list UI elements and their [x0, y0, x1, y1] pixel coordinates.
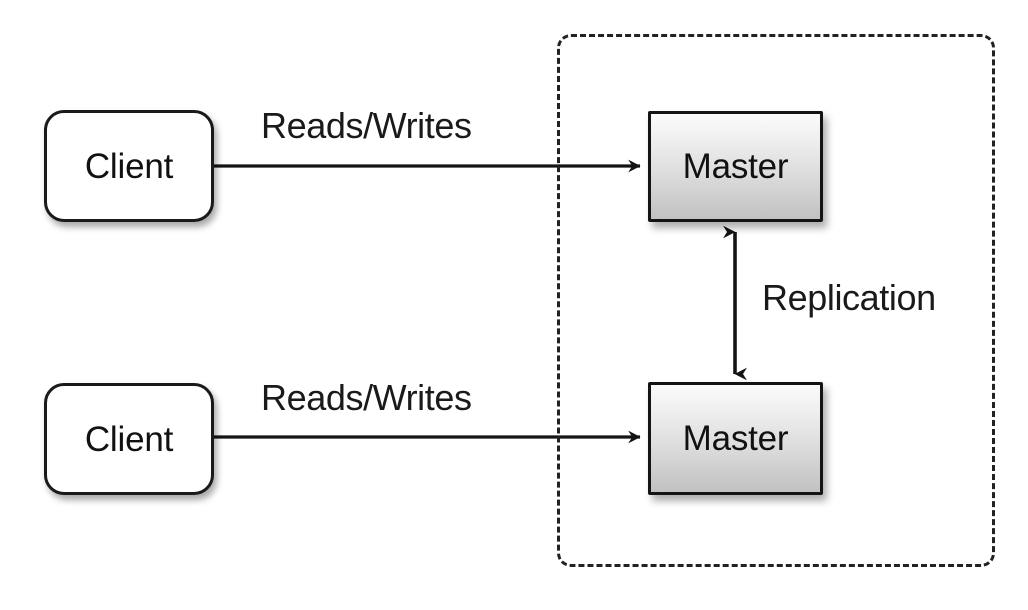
node-client-bottom[interactable]: Client [44, 383, 214, 495]
edge-label-replication: Replication [762, 277, 936, 318]
node-client-bottom-label: Client [84, 419, 174, 459]
node-master-top-label: Master [682, 147, 789, 186]
node-master-top[interactable]: Master [648, 111, 823, 222]
node-master-bottom[interactable]: Master [648, 382, 823, 495]
node-master-bottom-label: Master [682, 419, 789, 458]
node-client-top-label: Client [84, 146, 174, 186]
node-client-top[interactable]: Client [44, 110, 214, 222]
edge-label-reads-writes-bottom: Reads/Writes [261, 377, 472, 418]
edge-label-reads-writes-top: Reads/Writes [261, 105, 472, 146]
